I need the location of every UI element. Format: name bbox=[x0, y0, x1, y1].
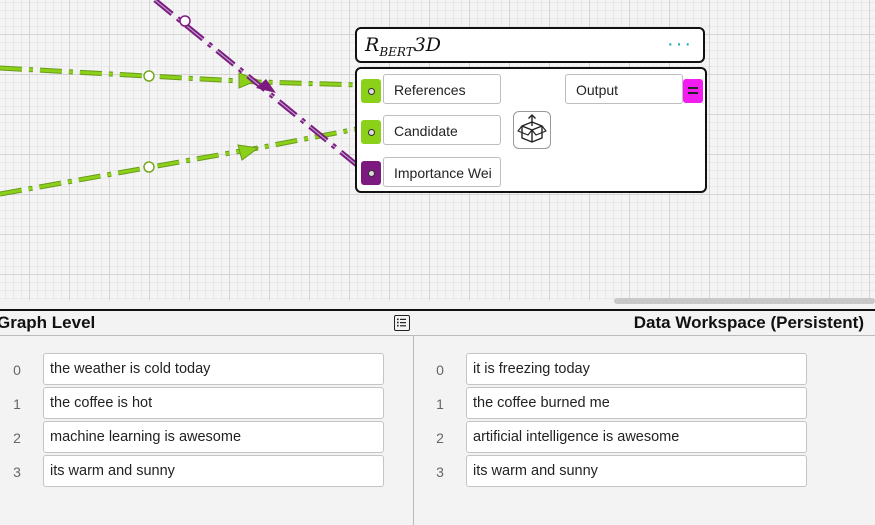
node-body: References Candidate Importance Wei Outp… bbox=[355, 67, 707, 193]
data-workspace-row[interactable]: it is freezing today bbox=[466, 353, 807, 385]
box-upload-icon bbox=[517, 114, 547, 143]
wire-arrow-icon bbox=[237, 144, 260, 161]
row-index: 2 bbox=[436, 430, 444, 446]
graph-level-row[interactable]: machine learning is awesome bbox=[43, 421, 384, 453]
input-label-references: References bbox=[383, 74, 501, 104]
input-port-references[interactable] bbox=[361, 79, 381, 103]
row-index: 0 bbox=[436, 362, 444, 378]
wire-candidate[interactable] bbox=[0, 125, 363, 197]
panel-header-divider bbox=[0, 335, 875, 336]
node-menu-button[interactable]: ··· bbox=[667, 33, 693, 55]
canvas-horizontal-scrollbar[interactable] bbox=[614, 298, 875, 304]
input-label-importance-weights: Importance Wei bbox=[383, 157, 501, 187]
list-icon[interactable] bbox=[394, 315, 410, 331]
input-port-importance-weights[interactable] bbox=[361, 161, 381, 185]
input-label-candidate: Candidate bbox=[383, 115, 501, 145]
node-title: RBERT3D bbox=[365, 34, 442, 59]
wire-midpoint-handle[interactable] bbox=[179, 15, 191, 27]
wire-arrow-icon bbox=[256, 79, 276, 93]
row-index: 3 bbox=[13, 464, 21, 480]
input-port-candidate[interactable] bbox=[361, 120, 381, 144]
data-workspace-row[interactable]: artificial intelligence is awesome bbox=[466, 421, 807, 453]
data-workspace-row[interactable]: its warm and sunny bbox=[466, 455, 807, 487]
graph-level-row[interactable]: its warm and sunny bbox=[43, 455, 384, 487]
rbert3d-node[interactable]: RBERT3D ··· References Candidate Importa… bbox=[355, 27, 707, 193]
node-header[interactable]: RBERT3D ··· bbox=[355, 27, 705, 63]
row-index: 0 bbox=[13, 362, 21, 378]
data-workspace-title: Data Workspace (Persistent) bbox=[633, 313, 864, 332]
wire-references[interactable] bbox=[0, 65, 363, 89]
row-index: 1 bbox=[436, 396, 444, 412]
output-label: Output bbox=[565, 74, 683, 104]
wires-layer bbox=[0, 0, 365, 197]
data-workspace-row[interactable]: the coffee burned me bbox=[466, 387, 807, 419]
row-index: 1 bbox=[13, 396, 21, 412]
wire-midpoint-handle[interactable] bbox=[143, 70, 155, 82]
package-button[interactable] bbox=[513, 111, 551, 149]
graph-level-row[interactable]: the coffee is hot bbox=[43, 387, 384, 419]
graph-level-row[interactable]: the weather is cold today bbox=[43, 353, 384, 385]
output-port[interactable] bbox=[683, 79, 703, 103]
row-index: 2 bbox=[13, 430, 21, 446]
panel-column-divider[interactable] bbox=[413, 336, 414, 525]
wire-importance-weights[interactable] bbox=[153, 0, 365, 172]
wire-midpoint-handle[interactable] bbox=[143, 161, 155, 173]
graph-level-title: Graph Level bbox=[0, 313, 96, 332]
data-panel: Graph Level Data Workspace (Persistent) … bbox=[0, 309, 875, 525]
graph-canvas[interactable]: RBERT3D ··· References Candidate Importa… bbox=[0, 0, 875, 300]
row-index: 3 bbox=[436, 464, 444, 480]
